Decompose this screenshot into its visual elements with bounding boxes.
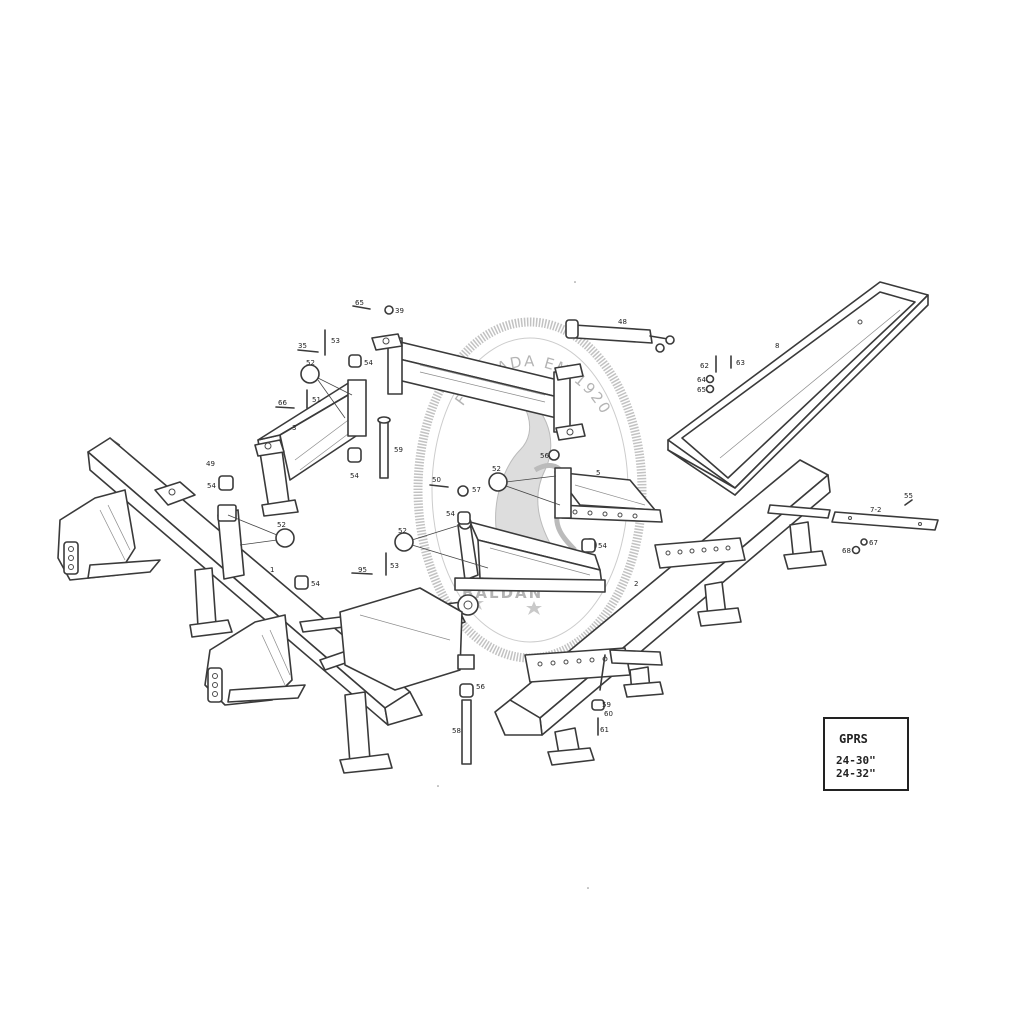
callout-52-group	[227, 364, 561, 569]
part-7-2-bar	[767, 504, 939, 531]
label-part-67: 67	[869, 539, 878, 547]
part-1-main-beam	[57, 437, 479, 774]
model-size-1: 24-30"	[836, 754, 876, 767]
label-part-35: 35	[298, 342, 307, 350]
label-part-54: 54	[311, 580, 320, 588]
label-part-2: 2	[634, 580, 638, 588]
label-part-65: 65	[697, 386, 706, 394]
label-part-68: 68	[842, 547, 851, 555]
label-part-95: 95	[358, 566, 367, 574]
scan-specks	[437, 281, 589, 889]
label-part-3: 3	[292, 424, 296, 432]
label-part-66: 66	[278, 399, 287, 407]
label-part-51: 51	[312, 396, 321, 404]
label-part-62: 62	[700, 362, 709, 370]
part-number-labels: 65 39 48 53 35 52 54 51 66 3 54 59 49 54…	[206, 299, 913, 735]
label-part-8: 8	[775, 342, 779, 350]
label-part-49: 49	[206, 460, 215, 468]
label-part-56: 56	[476, 683, 485, 691]
label-part-54: 54	[207, 482, 216, 490]
beam-legs	[189, 509, 393, 774]
model-size-2: 24-32"	[836, 767, 876, 780]
label-part-39: 39	[395, 307, 404, 315]
middle-lower-bracket	[454, 516, 606, 593]
label-part-7-2: 7-2	[870, 506, 881, 514]
label-part-5: 5	[596, 469, 600, 477]
label-part-53: 53	[390, 562, 399, 570]
label-part-59: 59	[394, 446, 403, 454]
label-part-54: 54	[350, 472, 359, 480]
label-part-54: 54	[598, 542, 607, 550]
label-part-53: 53	[331, 337, 340, 345]
model-name: GPRS	[839, 732, 868, 746]
part-8-trough	[667, 281, 929, 496]
part-48-hydraulic-cylinder	[565, 319, 675, 353]
label-part-57: 57	[472, 486, 481, 494]
label-part-52: 52	[277, 521, 286, 529]
label-part-61: 61	[600, 726, 609, 734]
part-3-bracket	[254, 379, 367, 517]
plate-holes	[537, 545, 731, 667]
label-part-65: 65	[355, 299, 364, 307]
label-part-48: 48	[618, 318, 627, 326]
label-part-52: 52	[492, 465, 501, 473]
part-2-right-beam	[494, 459, 831, 766]
label-part-63: 63	[736, 359, 745, 367]
label-part-52: 52	[306, 359, 315, 367]
label-part-64: 64	[697, 376, 706, 384]
label-part-58: 58	[452, 727, 461, 735]
label-part-59: 59	[602, 701, 611, 709]
top-center-bracket	[371, 333, 586, 441]
label-part-50: 50	[432, 476, 441, 484]
label-part-55: 55	[904, 492, 913, 500]
label-part-60: 60	[604, 710, 613, 718]
model-title-box: GPRS 24-30" 24-32"	[823, 717, 909, 791]
part-5-bracket	[554, 467, 663, 523]
label-part-54: 54	[364, 359, 373, 367]
label-part-54: 54	[446, 510, 455, 518]
label-part-1: 1	[270, 566, 274, 574]
label-part-56: 56	[540, 452, 549, 460]
small-parts	[218, 305, 913, 765]
label-part-52: 52	[398, 527, 407, 535]
